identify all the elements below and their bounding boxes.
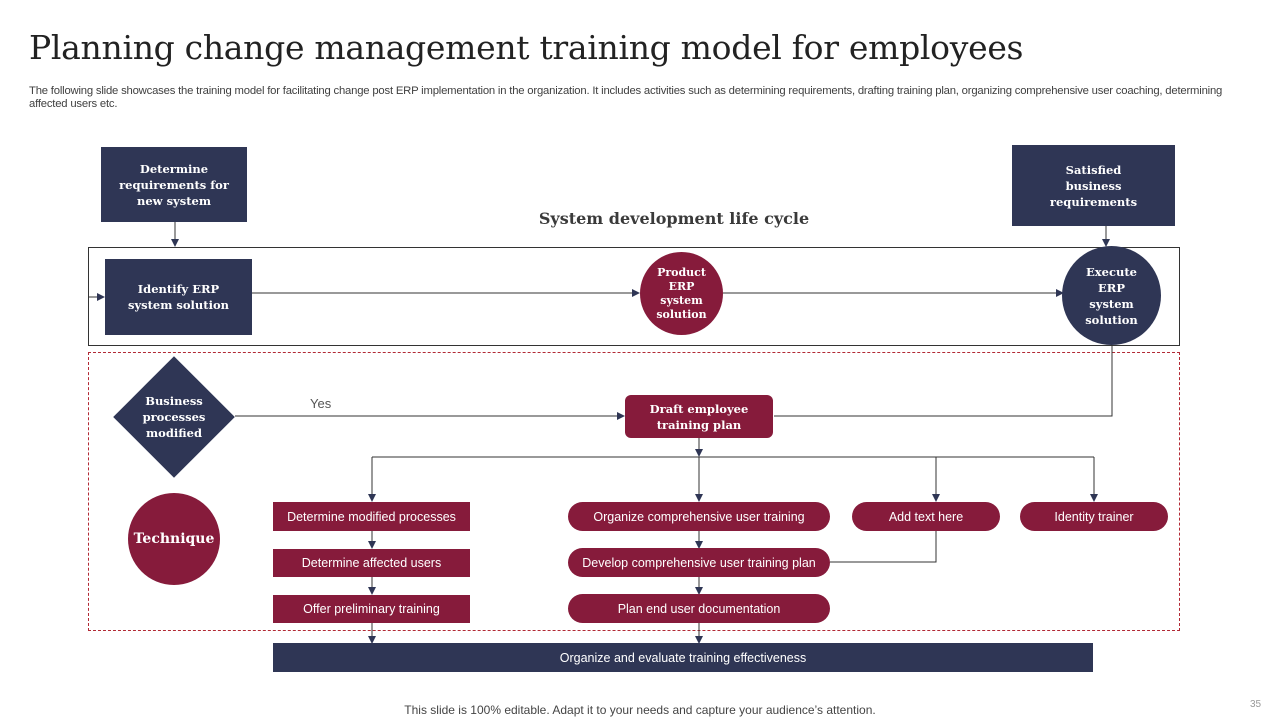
node-product-erp-label: Product ERP system solution bbox=[656, 265, 707, 321]
step-label: Organize comprehensive user training bbox=[593, 509, 805, 524]
technique-frame bbox=[88, 352, 1180, 631]
step-label: Develop comprehensive user training plan bbox=[582, 555, 816, 570]
node-execute-erp: Execute ERP system solution bbox=[1062, 246, 1161, 345]
step-add-text-here: Add text here bbox=[852, 502, 1000, 531]
sdlc-label: System development life cycle bbox=[538, 209, 810, 228]
node-determine-requirements-label: Determine requirements for new system bbox=[119, 161, 229, 208]
step-label: Offer preliminary training bbox=[303, 602, 440, 616]
node-identify-erp-label: Identify ERP system solution bbox=[127, 282, 230, 312]
node-execute-erp-label: Execute ERP system solution bbox=[1085, 264, 1138, 327]
node-satisfied-requirements: Satisfied business requirements bbox=[1012, 145, 1175, 226]
step-label: Add text here bbox=[888, 509, 964, 524]
yes-label: Yes bbox=[310, 396, 332, 411]
step-label: Identity trainer bbox=[1054, 509, 1134, 524]
node-satisfied-requirements-label: Satisfied business requirements bbox=[1049, 162, 1138, 209]
decision-business-processes: Business processes modified bbox=[113, 356, 235, 478]
step-determine-modified-processes: Determine modified processes bbox=[273, 502, 470, 531]
node-technique: Technique bbox=[128, 493, 220, 585]
step-plan-documentation: Plan end user documentation bbox=[568, 594, 830, 623]
node-draft-plan-label: Draft employee training plan bbox=[649, 401, 749, 432]
step-identity-trainer: Identity trainer bbox=[1020, 502, 1168, 531]
step-organize-user-training: Organize comprehensive user training bbox=[568, 502, 830, 531]
page-number: 35 bbox=[1250, 699, 1262, 710]
node-determine-requirements: Determine requirements for new system bbox=[101, 147, 247, 222]
step-label: Plan end user documentation bbox=[617, 601, 781, 616]
step-label: Determine affected users bbox=[301, 556, 442, 570]
node-technique-label: Technique bbox=[133, 531, 215, 547]
decision-label: Business processes modified bbox=[142, 394, 206, 440]
node-draft-plan: Draft employee training plan bbox=[625, 395, 773, 438]
slide-footer: This slide is 100% editable. Adapt it to… bbox=[404, 703, 876, 717]
step-label: Determine modified processes bbox=[287, 509, 456, 524]
step-label: Organize and evaluate training effective… bbox=[559, 650, 807, 665]
node-product-erp: Product ERP system solution bbox=[640, 252, 723, 335]
step-offer-preliminary-training: Offer preliminary training bbox=[273, 595, 470, 623]
slide-title: Planning change management training mode… bbox=[29, 28, 1024, 67]
step-evaluate-effectiveness: Organize and evaluate training effective… bbox=[273, 643, 1093, 672]
slide-subtitle: The following slide showcases the traini… bbox=[29, 85, 1223, 110]
step-determine-affected-users: Determine affected users bbox=[273, 549, 470, 577]
node-identify-erp: Identify ERP system solution bbox=[105, 259, 252, 335]
step-develop-training-plan: Develop comprehensive user training plan bbox=[568, 548, 830, 577]
